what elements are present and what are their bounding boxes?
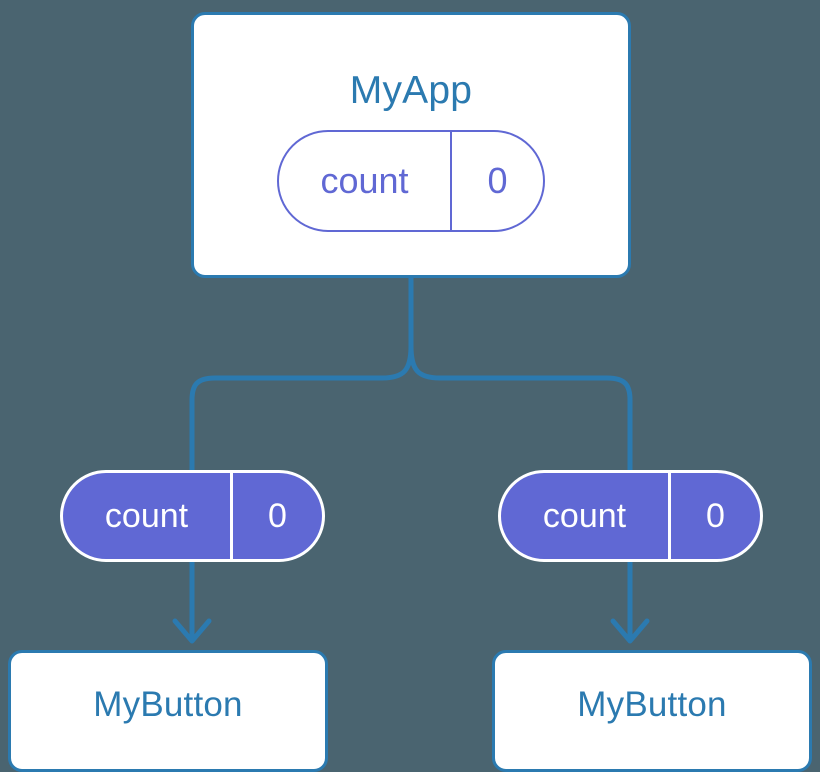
branch-line-right — [408, 345, 633, 470]
component-name-myapp: MyApp — [349, 69, 473, 112]
branch-line-left — [189, 345, 414, 470]
arrow-head-right-icon — [610, 618, 650, 644]
state-pill-value: 0 — [487, 160, 508, 201]
prop-pill-value-right: 0 — [706, 496, 725, 535]
prop-pill-count-left[interactable]: count 0 — [60, 470, 325, 562]
prop-pill-key-right: count — [501, 473, 671, 559]
prop-pill-key-left: count — [63, 473, 233, 559]
arrow-head-left-icon — [172, 618, 212, 644]
component-name-mybutton-right: MyButton — [577, 685, 727, 724]
state-pill-key: count — [279, 132, 452, 230]
component-name-mybutton-left: MyButton — [93, 685, 243, 724]
prop-pill-count-right[interactable]: count 0 — [498, 470, 763, 562]
component-card-mybutton-left[interactable]: MyButton — [8, 650, 328, 772]
component-card-mybutton-right[interactable]: MyButton — [492, 650, 812, 772]
prop-pill-value-left: 0 — [268, 496, 287, 535]
state-pill-count-root[interactable]: count 0 — [277, 130, 545, 232]
